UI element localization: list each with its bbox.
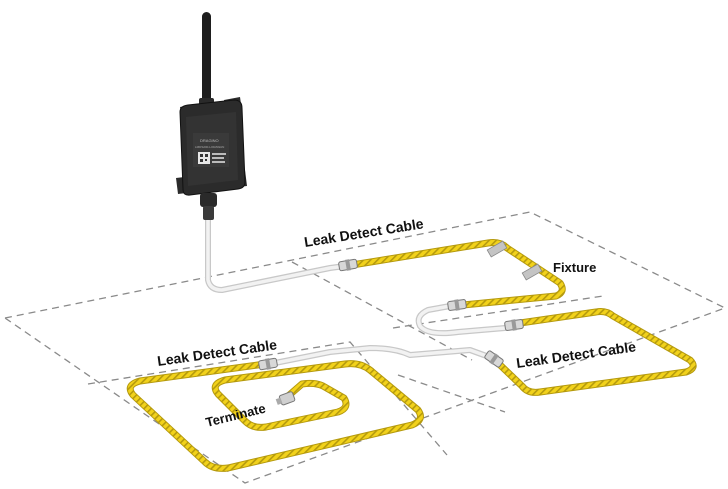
label-fixture: Fixture xyxy=(553,260,596,275)
connector xyxy=(484,350,504,368)
qr-code-icon xyxy=(198,152,210,164)
label-leak-detect-cable-top: Leak Detect Cable xyxy=(303,215,425,250)
labels: Leak Detect Cable Fixture Leak Detect Ca… xyxy=(156,215,637,430)
device-label: DRAGINO LMDS200-LORAWAN xyxy=(193,133,229,167)
zone-left-room xyxy=(87,341,448,456)
terminator-plug xyxy=(275,391,296,406)
fixtures xyxy=(486,240,543,281)
antenna xyxy=(202,12,211,106)
connector xyxy=(504,319,524,331)
fixture-clip xyxy=(486,240,508,258)
leak-cable-left-spiral xyxy=(126,360,424,472)
zone-divider-lower xyxy=(397,374,506,413)
connector xyxy=(447,299,467,311)
device-brand: DRAGINO xyxy=(200,138,219,143)
connectors xyxy=(258,258,524,406)
sensor-device: DRAGINO LMDS200-LORAWAN xyxy=(176,12,247,220)
connector xyxy=(338,258,358,272)
cable-gland xyxy=(200,193,217,207)
label-leak-detect-cable-right: Leak Detect Cable xyxy=(515,338,637,371)
connector xyxy=(258,357,278,371)
sensing-cables xyxy=(126,239,697,472)
fixture-clip xyxy=(521,263,543,281)
zone-divider-upper xyxy=(291,261,473,361)
lead-cables xyxy=(205,217,508,366)
device-model: LMDS200-LORAWAN xyxy=(195,145,224,149)
